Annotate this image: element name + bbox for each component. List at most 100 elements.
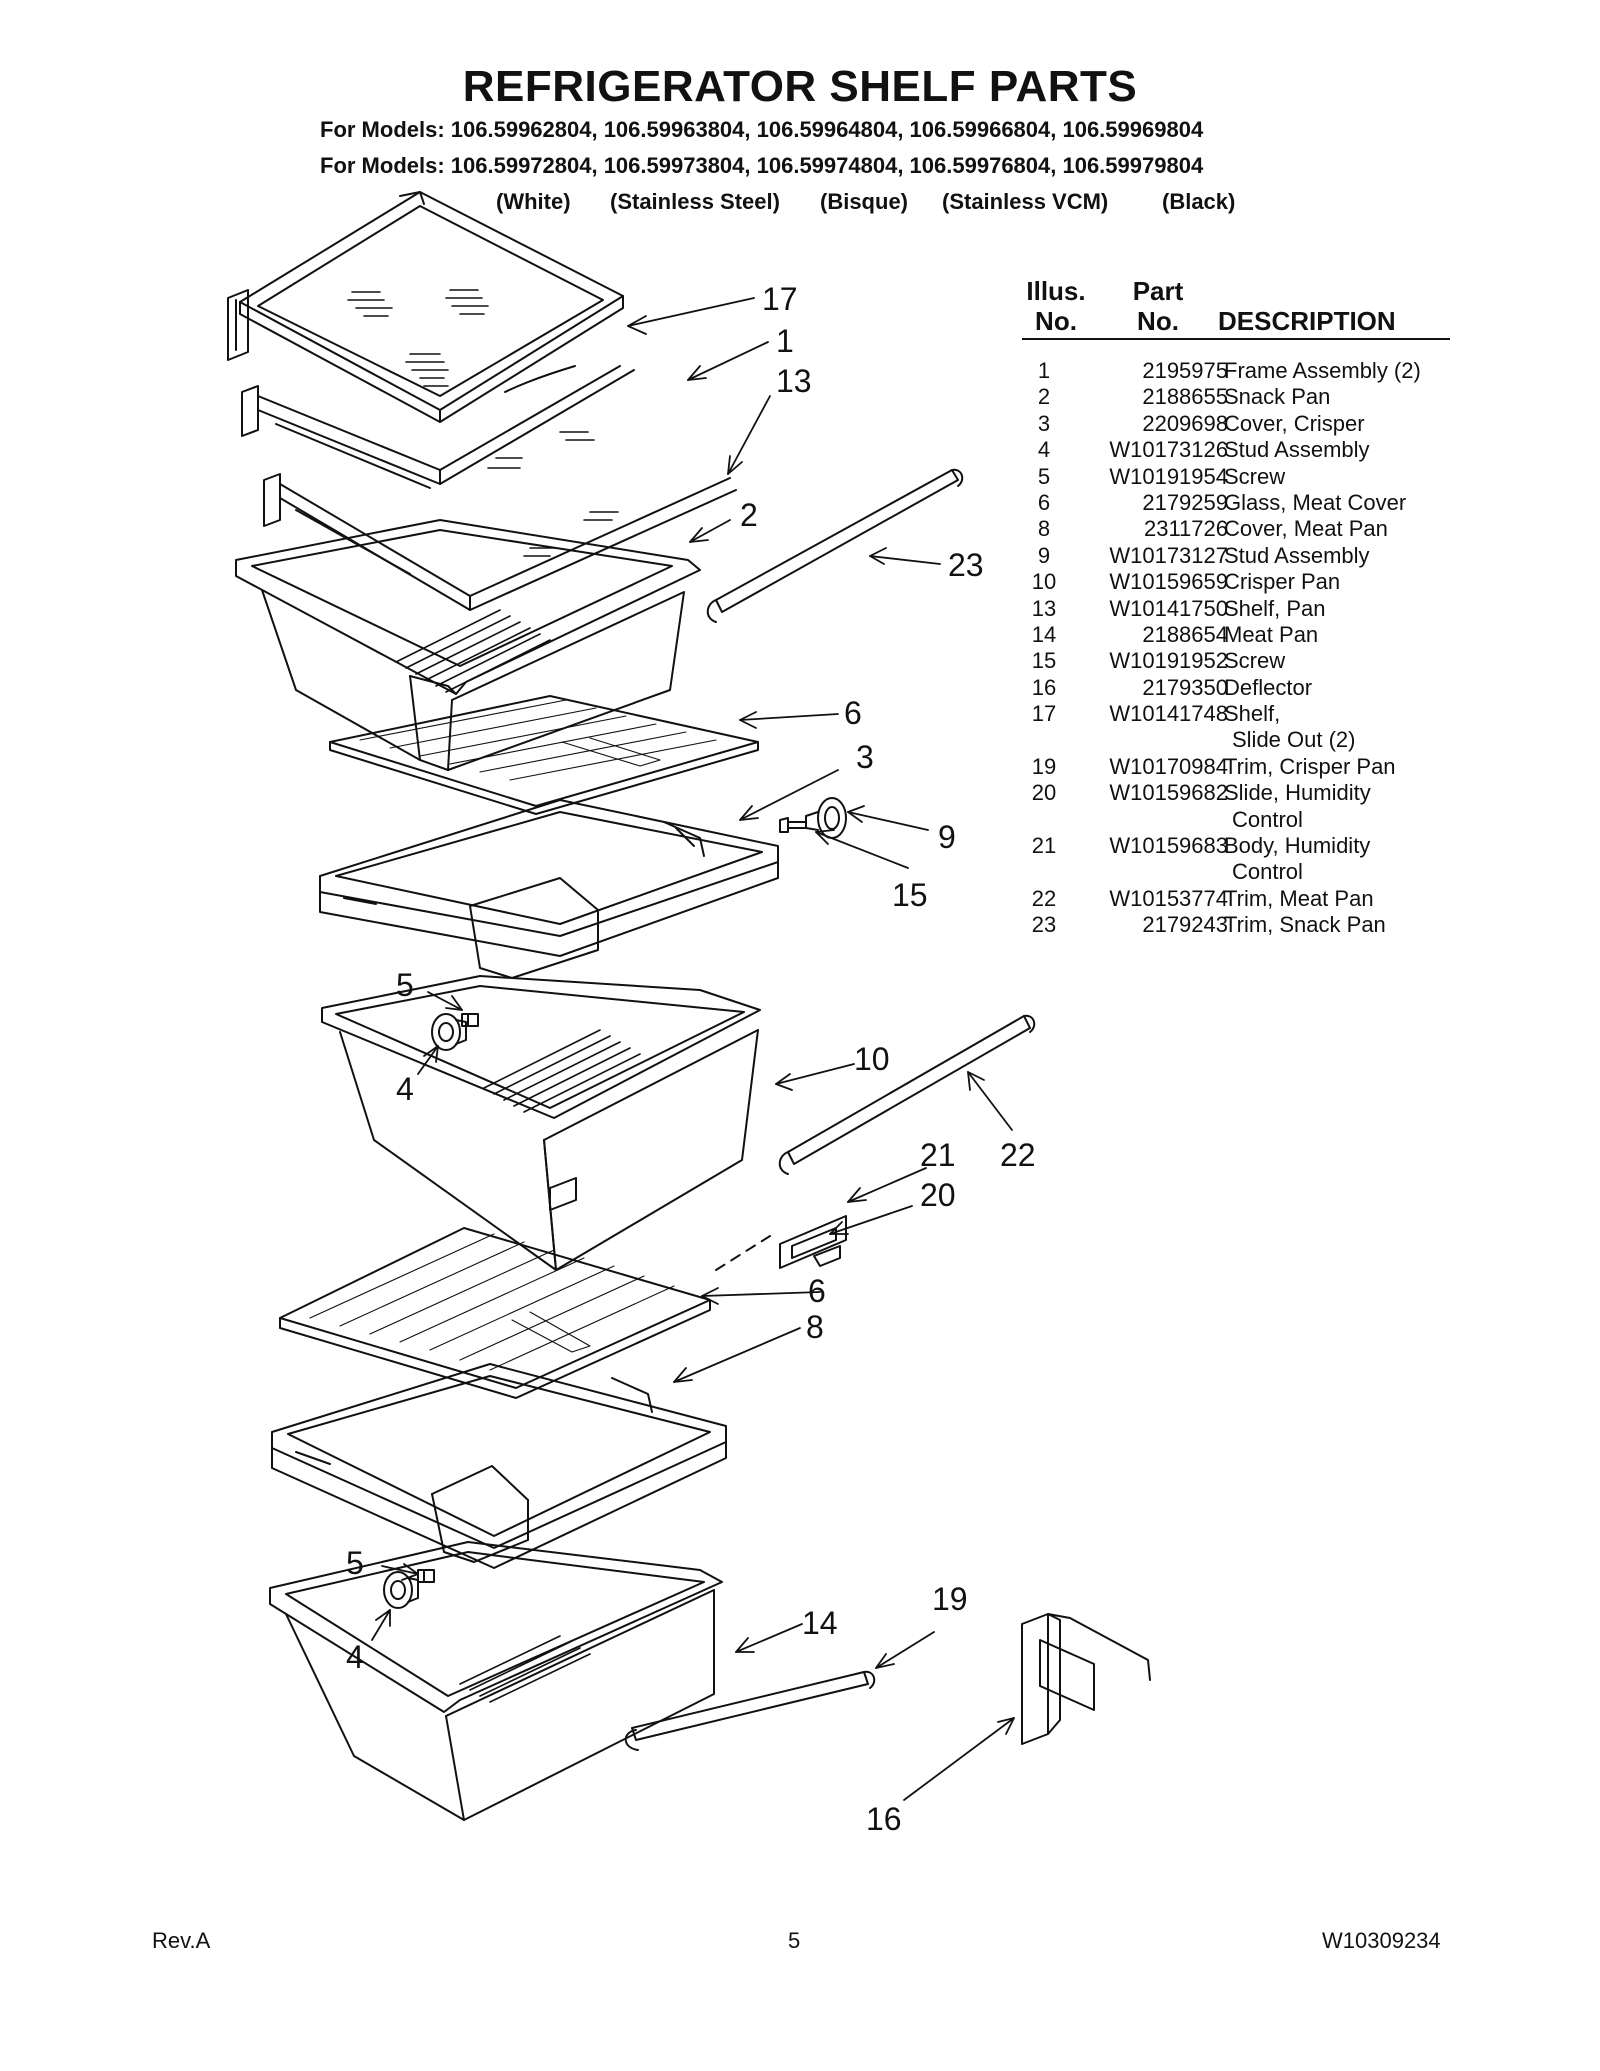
part-number: W10159659 <box>1109 569 1228 595</box>
callout-8: 8 <box>806 1309 824 1345</box>
callout-13: 13 <box>776 363 812 399</box>
part-number: 2179350 <box>1142 674 1228 700</box>
models-line-2: For Models: 106.59972804, 106.59973804, … <box>320 153 1204 178</box>
leader-lines <box>371 297 1015 1801</box>
illus-number: 9 <box>1037 542 1051 568</box>
part-description: Snack Pan <box>1224 384 1331 410</box>
glass-upper-drawing <box>329 695 759 815</box>
snack-pan-drawing <box>235 519 701 771</box>
screw-5-upper-drawing <box>461 1013 479 1027</box>
table-row: Slide Out (2) <box>1022 727 1452 753</box>
part-description: Glass, Meat Cover <box>1224 489 1407 515</box>
part-description: Crisper Pan <box>1224 569 1341 595</box>
callout-9: 9 <box>938 819 956 855</box>
illus-number: 15 <box>1031 648 1057 674</box>
callout-10: 10 <box>854 1041 890 1077</box>
variant-black: (Black) <box>1162 189 1236 214</box>
frame-assembly-drawing <box>241 365 635 489</box>
part-description: Trim, Crisper Pan <box>1224 753 1396 779</box>
shelf-pan-drawing <box>263 473 737 611</box>
part-number: 2195975 <box>1142 358 1228 383</box>
part-description: Body, Humidity <box>1224 833 1371 859</box>
part-number: W10159682 <box>1109 780 1228 806</box>
part-description: Cover, Meat Pan <box>1224 516 1388 542</box>
callout-17: 17 <box>762 281 798 317</box>
part-number: 2311726 <box>1143 516 1228 542</box>
document-number: W10309234 <box>1322 1928 1441 1953</box>
illus-number: 6 <box>1037 489 1051 515</box>
part-number: W10170984 <box>1109 753 1228 779</box>
illus-number: 14 <box>1031 621 1057 647</box>
illus-number: 23 <box>1031 912 1057 938</box>
part-number: 2188654 <box>1142 621 1228 647</box>
callout-15: 15 <box>892 877 928 913</box>
part-description: Frame Assembly (2) <box>1224 358 1421 383</box>
illus-number: 21 <box>1031 833 1057 859</box>
illus-number: 5 <box>1037 463 1051 489</box>
meat-pan-cover-drawing <box>271 1363 727 1569</box>
callout-16: 16 <box>866 1801 902 1837</box>
callout-19: 19 <box>932 1581 968 1617</box>
part-description: Shelf, <box>1224 701 1281 727</box>
part-description: Control <box>1232 806 1303 832</box>
table-header-part-no: Part No. <box>1132 276 1184 336</box>
variant-stainless-steel: (Stainless Steel) <box>610 189 780 214</box>
deflector-drawing <box>1021 1613 1151 1745</box>
part-number: W10191954 <box>1109 463 1228 489</box>
meat-pan-drawing <box>269 1541 723 1821</box>
part-number: W10173127 <box>1109 542 1228 568</box>
models-line-1: For Models: 106.59962804, 106.59963804, … <box>320 117 1204 142</box>
table-header-rule <box>1022 338 1450 340</box>
part-description: Screw <box>1224 648 1286 674</box>
part-number: 2179243 <box>1142 912 1228 938</box>
callout-22: 22 <box>1000 1137 1036 1173</box>
part-number: 2188655 <box>1142 384 1228 410</box>
part-number: W10159683 <box>1109 833 1228 859</box>
illus-number: 1 <box>1037 358 1051 383</box>
screw-15-drawing <box>779 817 807 833</box>
table-header-description: DESCRIPTION <box>1218 306 1396 336</box>
part-description: Trim, Snack Pan <box>1224 912 1386 938</box>
illus-number: 19 <box>1031 753 1057 779</box>
part-number: W10153774 <box>1109 885 1228 911</box>
callout-3: 3 <box>856 739 874 775</box>
illus-number: 2 <box>1037 384 1051 410</box>
part-description: Trim, Meat Pan <box>1224 885 1374 911</box>
crisper-pan-drawing <box>321 975 761 1271</box>
humidity-body-21-drawing <box>779 1215 847 1269</box>
part-description: Stud Assembly <box>1224 437 1370 463</box>
meat-pan-trim-22-drawing <box>778 1014 1036 1175</box>
dashed-assembly-line <box>715 1235 771 1271</box>
page-number: 5 <box>788 1928 801 1953</box>
illus-number: 20 <box>1031 780 1057 806</box>
callout-2: 2 <box>740 497 758 533</box>
part-number: 2179259 <box>1142 489 1228 515</box>
slide-out-shelf-drawing <box>227 191 624 423</box>
table-row: Control <box>1022 807 1452 833</box>
part-description: Deflector <box>1224 674 1313 700</box>
callout-21: 21 <box>920 1137 956 1173</box>
crisper-cover-drawing <box>319 799 779 979</box>
part-description: Control <box>1232 859 1303 885</box>
part-description: Stud Assembly <box>1224 542 1370 568</box>
callout-14: 14 <box>802 1605 838 1641</box>
variant-white: (White) <box>496 189 571 214</box>
callout-1: 1 <box>776 323 794 359</box>
part-description: Screw <box>1224 463 1286 489</box>
callout-numbers: 17 1 13 2 23 6 3 9 15 5 4 10 22 21 20 6 … <box>346 281 1036 1837</box>
callout-5-lower: 5 <box>346 1545 364 1581</box>
